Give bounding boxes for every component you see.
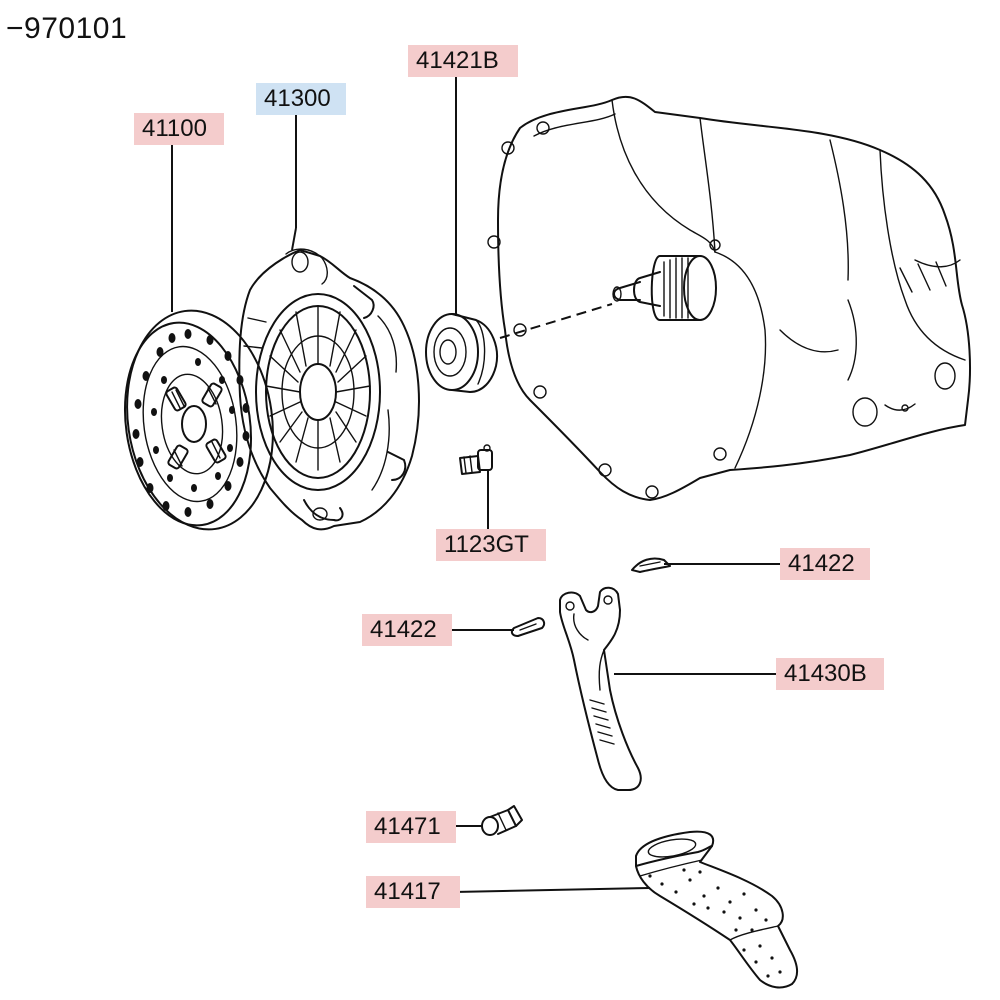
bolt-1123gt: [459, 444, 493, 475]
release-fork: [559, 586, 642, 791]
clip-upper: [631, 557, 671, 573]
callout-41417[interactable]: 41417: [366, 876, 460, 908]
callout-1123gt[interactable]: 1123GT: [436, 529, 546, 561]
callout-41430b[interactable]: 41430B: [776, 658, 884, 690]
callout-41300[interactable]: 41300: [256, 83, 346, 115]
release-bearing: [425, 313, 498, 393]
callout-41471[interactable]: 41471: [366, 811, 456, 843]
callout-41422-lower[interactable]: 41422: [362, 614, 452, 646]
clip-lower: [510, 617, 546, 637]
callout-41422-upper[interactable]: 41422: [780, 548, 870, 580]
diagram-title: −970101: [6, 12, 128, 45]
clutch-disc: [123, 309, 274, 531]
callout-41100[interactable]: 41100: [134, 113, 224, 145]
fork-fulcrum: [481, 805, 523, 836]
callout-41421b[interactable]: 41421B: [408, 45, 518, 77]
transmission-housing: [487, 95, 971, 501]
pressure-plate: [238, 248, 420, 531]
release-fork-boot: [635, 830, 798, 989]
leader-lines: [171, 76, 782, 893]
